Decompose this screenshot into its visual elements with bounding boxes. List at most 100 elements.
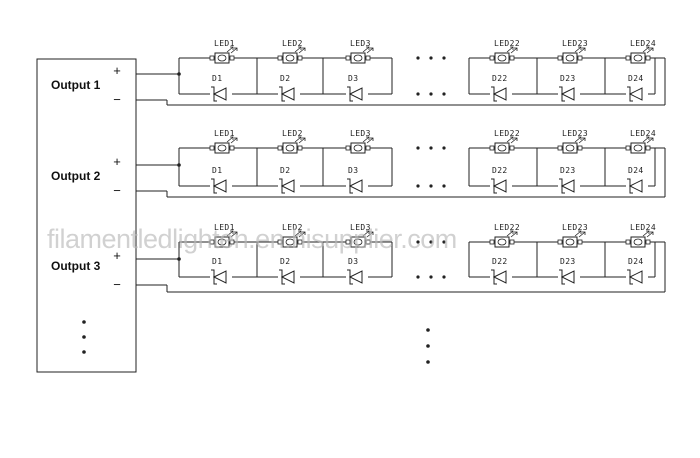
ellipsis-dot bbox=[429, 146, 433, 150]
light-arrow-icon bbox=[302, 137, 306, 141]
diode-bar bbox=[491, 86, 497, 102]
light-arrow-icon bbox=[366, 230, 370, 234]
continuation-dot bbox=[82, 350, 86, 354]
led-pad bbox=[489, 239, 495, 245]
led-pad bbox=[229, 55, 235, 61]
light-arrow-icon bbox=[646, 231, 654, 238]
led-lens bbox=[353, 54, 363, 62]
continuation-dot bbox=[426, 344, 430, 348]
light-arrow-icon bbox=[578, 230, 582, 234]
light-arrow-icon bbox=[578, 136, 582, 140]
diode-label: D1 bbox=[212, 74, 222, 83]
light-arrow-icon bbox=[578, 46, 582, 50]
ellipsis-dot bbox=[429, 240, 433, 244]
diode-bar bbox=[279, 178, 285, 194]
light-arrow-icon bbox=[646, 230, 650, 234]
ellipsis-dot bbox=[429, 92, 433, 96]
light-arrow-icon bbox=[510, 230, 514, 234]
diode-bar bbox=[559, 86, 565, 102]
led-pad bbox=[625, 145, 631, 151]
light-arrow-icon bbox=[506, 230, 514, 237]
led-lens bbox=[497, 238, 507, 246]
diode-bar bbox=[279, 86, 285, 102]
diode-label: D22 bbox=[492, 166, 508, 175]
diode-bar bbox=[347, 86, 353, 102]
led-symbol bbox=[282, 236, 298, 248]
light-arrow-icon bbox=[230, 137, 238, 144]
light-arrow-icon bbox=[366, 47, 374, 54]
led-pad bbox=[209, 145, 215, 151]
led-pad bbox=[209, 55, 215, 61]
ellipsis-dot bbox=[429, 184, 433, 188]
diode-symbol bbox=[280, 270, 295, 284]
led-symbol bbox=[562, 142, 578, 154]
light-arrow-icon bbox=[298, 136, 302, 140]
ellipsis-dot bbox=[442, 240, 446, 244]
ellipsis-dot bbox=[442, 275, 446, 279]
led-symbol bbox=[350, 52, 366, 64]
light-arrow-icon bbox=[302, 47, 306, 51]
light-arrow-icon bbox=[298, 231, 306, 238]
diode-symbol bbox=[492, 179, 507, 193]
light-arrow-icon bbox=[298, 46, 302, 50]
led-pad bbox=[229, 145, 235, 151]
diode-symbol bbox=[212, 179, 227, 193]
light-arrow-icon bbox=[574, 230, 582, 237]
led-lens bbox=[353, 144, 363, 152]
junction-dot bbox=[177, 257, 181, 261]
diode-bar bbox=[627, 269, 633, 285]
light-arrow-icon bbox=[298, 230, 302, 234]
light-arrow-icon bbox=[234, 47, 238, 51]
led-pad bbox=[297, 145, 303, 151]
led-label: LED22 bbox=[494, 129, 520, 138]
light-arrow-icon bbox=[510, 137, 518, 144]
ellipsis-dot bbox=[416, 56, 420, 60]
diode-bar bbox=[491, 178, 497, 194]
led-pad bbox=[297, 239, 303, 245]
diode-symbol bbox=[560, 179, 575, 193]
led-symbol bbox=[562, 236, 578, 248]
led-pad bbox=[509, 239, 515, 245]
light-arrow-icon bbox=[650, 137, 654, 141]
diode-symbol bbox=[560, 270, 575, 284]
diode-bar bbox=[627, 86, 633, 102]
led-pad bbox=[645, 239, 651, 245]
light-arrow-icon bbox=[362, 230, 370, 237]
led-label: LED24 bbox=[630, 223, 656, 232]
plus-terminal-3: + bbox=[113, 248, 121, 263]
continuation-dot bbox=[426, 360, 430, 364]
led-lens bbox=[217, 144, 227, 152]
light-arrow-icon bbox=[230, 231, 238, 238]
light-arrow-icon bbox=[370, 231, 374, 235]
led-lens bbox=[217, 238, 227, 246]
diode-label: D24 bbox=[628, 166, 644, 175]
light-arrow-icon bbox=[362, 46, 370, 53]
diode-bar bbox=[559, 269, 565, 285]
diode-bar bbox=[347, 269, 353, 285]
diode-symbol bbox=[628, 87, 643, 101]
diode-symbol bbox=[212, 270, 227, 284]
light-arrow-icon bbox=[642, 136, 650, 143]
light-arrow-icon bbox=[582, 137, 586, 141]
diode-symbol bbox=[492, 87, 507, 101]
led-label: LED23 bbox=[562, 129, 588, 138]
led-symbol bbox=[282, 142, 298, 154]
light-arrow-icon bbox=[642, 230, 650, 237]
led-lens bbox=[353, 238, 363, 246]
light-arrow-icon bbox=[506, 136, 514, 143]
diode-bar bbox=[559, 178, 565, 194]
led-lens bbox=[217, 54, 227, 62]
led-label: LED23 bbox=[562, 39, 588, 48]
led-pad bbox=[625, 55, 631, 61]
light-arrow-icon bbox=[294, 136, 302, 143]
diode-bar bbox=[211, 269, 217, 285]
led-lens bbox=[565, 238, 575, 246]
minus-terminal-3: − bbox=[113, 277, 121, 292]
led-pad bbox=[645, 145, 651, 151]
led-pad bbox=[277, 145, 283, 151]
light-arrow-icon bbox=[294, 230, 302, 237]
light-arrow-icon bbox=[582, 231, 586, 235]
light-arrow-icon bbox=[650, 231, 654, 235]
ellipsis-dot bbox=[429, 56, 433, 60]
led-pad bbox=[229, 239, 235, 245]
